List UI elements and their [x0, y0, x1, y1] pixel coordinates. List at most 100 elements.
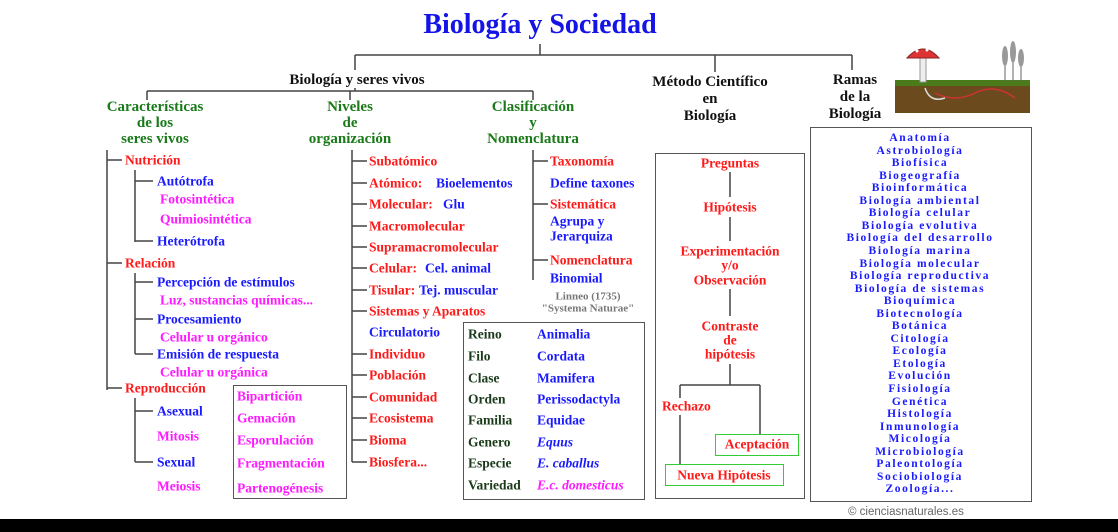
- asexual-reproduction-type: Gemación: [237, 410, 296, 426]
- organization-level: Macromolecular: [369, 218, 465, 234]
- taxonomy-value: E. caballus: [537, 455, 600, 471]
- biology-branch-item: Biología celular: [868, 207, 972, 220]
- organization-level-example: Tej. muscular: [419, 282, 499, 298]
- taxonomy-value: E.c. domesticus: [537, 477, 624, 493]
- niveles-header: Niveles: [327, 99, 373, 115]
- caracteristicas-header: seres vivos: [121, 131, 189, 147]
- organization-level: Población: [369, 367, 427, 383]
- biology-branch-item: Inmunología: [879, 420, 961, 433]
- taxonomy-rank: Orden: [468, 391, 506, 407]
- metodo-header: Método Científico: [652, 74, 768, 90]
- bottom-bar: [0, 519, 1118, 532]
- biology-branch-item: Biología de sistemas: [854, 282, 986, 295]
- organization-level: Biosfera...: [369, 454, 428, 470]
- taxonomy-rank: Reino: [468, 326, 502, 342]
- biology-branch-item: Biotecnología: [876, 307, 964, 320]
- characteristic-item: Luz, sustancias químicas...: [160, 292, 314, 308]
- organization-level: Individuo: [369, 346, 426, 362]
- copyright-text: © cienciasnaturales.es: [848, 506, 964, 518]
- characteristic-item: Relación: [125, 255, 176, 271]
- biology-branch-item: Biología reproductiva: [849, 270, 991, 283]
- organization-level-example: Glu: [443, 196, 465, 212]
- characteristic-item: Celular u orgánico: [160, 329, 268, 345]
- method-step-rechazo: Rechazo: [662, 398, 711, 414]
- ramas-header: Biología: [828, 106, 882, 122]
- systema-naturae-label: "Systema Naturae": [541, 302, 635, 315]
- caracteristicas-header: de los: [136, 115, 174, 131]
- new-hypothesis-box: [665, 464, 784, 486]
- taxonomy-value: Equidae: [537, 412, 586, 428]
- biology-branch-item: Biología evolutiva: [861, 219, 979, 232]
- biology-branch-item: Histología: [887, 408, 953, 421]
- characteristic-item: Fotosintética: [160, 191, 235, 207]
- organization-level: Celular:: [369, 260, 417, 276]
- caracteristicas-header: Características: [106, 99, 204, 115]
- branch-title-seres-vivos: Biología y seres vivos: [289, 72, 425, 88]
- page-title: Biología y Sociedad: [423, 9, 657, 40]
- characteristic-item: Nutrición: [125, 152, 181, 168]
- clasificacion-header: Nomenclatura: [487, 131, 579, 147]
- method-step-aceptacion: Aceptación: [724, 436, 790, 452]
- taxonomy-rank: Genero: [468, 434, 511, 450]
- biology-branch-item: Citología: [890, 332, 950, 345]
- classification-item: Taxonomía: [550, 153, 615, 169]
- clasificacion-header: Clasificación: [491, 99, 575, 115]
- asexual-reproduction-type: Esporulación: [237, 432, 314, 448]
- method-step: y/o: [721, 257, 739, 273]
- classification-item: Jerarquiza: [550, 228, 613, 244]
- taxonomy-rank: Familia: [468, 412, 513, 428]
- method-step-nueva-hipotesis: Nueva Hipótesis: [677, 467, 771, 483]
- organization-level: Atómico:: [369, 175, 423, 191]
- nature-illustration-icon: [895, 41, 1030, 113]
- organization-level-example: Circulatorio: [369, 324, 440, 340]
- ramas-header: de la: [839, 89, 871, 105]
- linneo-label: Linneo (1735): [555, 290, 621, 303]
- biology-branch-item: Biología molecular: [859, 257, 981, 270]
- asexual-reproduction-type: Bipartición: [237, 388, 303, 404]
- organization-level-example: Bioelementos: [436, 175, 513, 191]
- biology-branch-item: Botánica: [891, 320, 949, 333]
- biology-branch-item: Paleontología: [876, 458, 964, 471]
- organization-level: Sistemas y Aparatos: [369, 303, 486, 319]
- characteristic-item: Mitosis: [157, 428, 199, 444]
- biology-branch-item: Ecología: [892, 345, 948, 358]
- characteristic-item: Percepción de estímulos: [157, 274, 295, 290]
- method-step: Experimentación: [680, 243, 780, 259]
- asexual-reproduction-type: Partenogénesis: [237, 480, 324, 496]
- taxonomy-rank: Variedad: [468, 477, 521, 493]
- biology-branch-item: Biología del desarrollo: [846, 232, 994, 245]
- organization-level: Comunidad: [369, 389, 438, 405]
- niveles-header: organización: [308, 131, 392, 147]
- organization-level: Subatómico: [369, 153, 438, 169]
- biology-branch-item: Microbiología: [875, 445, 965, 458]
- classification-item: Binomial: [550, 270, 603, 286]
- characteristic-item: Sexual: [157, 454, 196, 470]
- characteristic-item: Celular u orgánica: [160, 364, 268, 380]
- method-step: Observación: [693, 272, 767, 288]
- asexual-box: [233, 385, 347, 499]
- biology-branch-item: Bioinformática: [871, 182, 969, 195]
- characteristic-item: Asexual: [157, 403, 203, 419]
- characteristic-item: Quimiosintética: [160, 211, 252, 227]
- taxonomy-value: Equus: [537, 434, 574, 450]
- taxonomy-rank: Clase: [468, 370, 500, 386]
- biology-branch-item: Bioquímica: [883, 295, 957, 308]
- organization-level: Tisular:: [369, 282, 416, 298]
- organization-level-example: Cel. animal: [425, 260, 491, 276]
- method-step: Preguntas: [700, 155, 760, 171]
- taxonomy-value: Animalia: [537, 326, 591, 342]
- biology-branch-item: Micología: [888, 433, 952, 446]
- metodo-header: Biología: [683, 108, 737, 124]
- biology-branch-item: Zoología...: [885, 483, 955, 496]
- biology-branch-item: Evolución: [888, 370, 952, 383]
- biology-branch-item: Genética: [891, 395, 949, 408]
- biology-branch-item: Biología ambiental: [859, 194, 981, 207]
- biology-branch-item: Anatomía: [889, 132, 951, 144]
- characteristic-item: Emisión de respuesta: [157, 346, 280, 362]
- characteristic-item: Reproducción: [125, 380, 206, 396]
- method-step: Hipótesis: [703, 199, 757, 215]
- method-step: hipótesis: [704, 346, 756, 362]
- biology-branch-item: Biofísica: [891, 157, 949, 170]
